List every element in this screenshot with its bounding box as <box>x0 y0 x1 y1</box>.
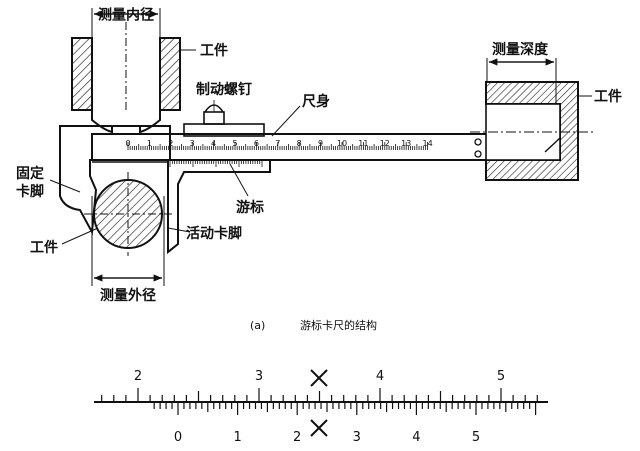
main-scale-ticks <box>127 142 429 150</box>
workpiece-right-label: 工件 <box>594 88 622 105</box>
reading-vernier-number: 4 <box>412 430 420 445</box>
fixed-jaw-label-2: 卡脚 <box>16 183 44 200</box>
reading-main-number: 2 <box>134 369 142 384</box>
main-scale-number: 7 <box>275 139 280 148</box>
main-scale-number: 3 <box>190 139 195 148</box>
depth-label: 测量深度 <box>492 41 549 58</box>
fixed-jaw-label-1: 固定 <box>16 165 44 182</box>
vernier-label: 游标 <box>236 199 264 216</box>
main-scale-number: 10 <box>337 139 347 148</box>
caption-tag: (a) <box>250 319 265 332</box>
reading-vernier-number: 2 <box>293 430 301 445</box>
left-round-workpiece <box>84 172 172 286</box>
reading-scale: 2 3 4 5 0 1 2 3 4 5 <box>94 369 548 445</box>
workpiece-left-label: 工件 <box>30 239 58 256</box>
main-scale-number: 0 <box>125 139 130 148</box>
alignment-marker <box>310 369 328 437</box>
main-scale-number: 11 <box>358 139 368 148</box>
reading-main-number: 5 <box>497 369 505 384</box>
main-scale-number: 6 <box>254 139 259 148</box>
reading-main-ticks: 2 3 4 5 <box>101 369 538 402</box>
vernier-ticks <box>169 160 263 167</box>
reading-main-number: 4 <box>376 369 384 384</box>
workpiece-top-label: 工件 <box>200 42 228 59</box>
reading-vernier-number: 0 <box>174 430 182 445</box>
right-depth-workpiece <box>470 58 594 181</box>
reading-main-number: 3 <box>255 369 263 384</box>
outer-diameter-label: 测量外径 <box>100 287 156 304</box>
reading-vernier-number: 5 <box>472 430 480 445</box>
main-scale-number: 2 <box>168 139 173 148</box>
main-scale-number: 13 <box>401 139 411 148</box>
main-scale-label: 尺身 <box>302 93 330 110</box>
main-scale-number: 14 <box>423 139 433 148</box>
brake-screw-label: 制动螺钉 <box>196 81 252 98</box>
main-scale-number: 9 <box>318 139 323 148</box>
reading-vernier-ticks: 0 1 2 3 4 5 <box>153 402 537 445</box>
vernier-slider <box>169 160 263 167</box>
reading-vernier-number: 1 <box>233 430 241 445</box>
caption-text: 游标卡尺的结构 <box>300 318 377 332</box>
main-scale-number: 12 <box>380 139 390 148</box>
leader-lines <box>49 49 592 245</box>
reading-vernier-number: 3 <box>353 430 361 445</box>
inner-diameter-label: 测量内径 <box>98 7 154 24</box>
movable-jaw-label: 活动卡脚 <box>186 225 242 242</box>
main-scale-number: 1 <box>147 139 152 148</box>
top-workpiece <box>71 8 181 111</box>
main-scale-number: 5 <box>232 139 237 148</box>
main-scale-number: 4 <box>211 139 216 148</box>
main-scale-number: 8 <box>297 139 302 148</box>
